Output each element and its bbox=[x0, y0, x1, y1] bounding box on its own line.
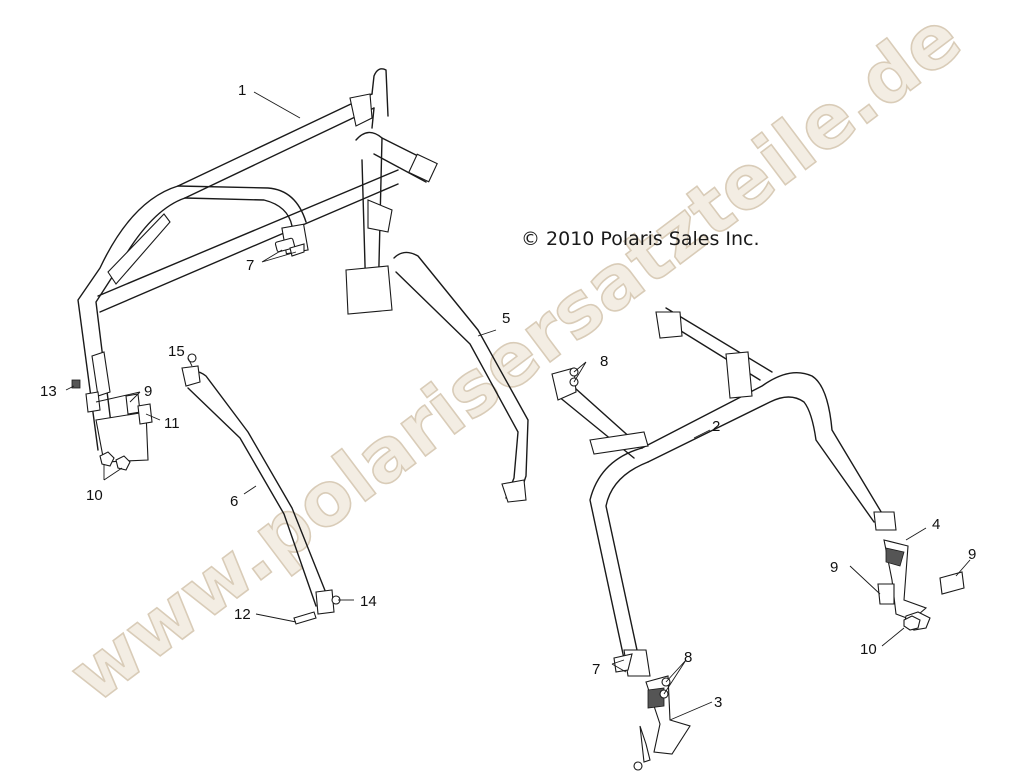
callout-5: 5 bbox=[502, 310, 510, 327]
part-6-left-tube bbox=[181, 365, 335, 615]
callout-12: 12 bbox=[234, 606, 251, 623]
callout-7-bottom: 7 bbox=[592, 661, 600, 678]
callout-15: 15 bbox=[168, 343, 185, 360]
part-3-front-foot-bracket bbox=[633, 675, 691, 771]
callout-8-bottom: 8 bbox=[684, 649, 692, 666]
leader-lines bbox=[65, 91, 971, 721]
part-1-rear-cage bbox=[77, 68, 438, 463]
part-5-right-tube bbox=[393, 251, 529, 503]
callout-10-left: 10 bbox=[86, 487, 103, 504]
callout-14: 14 bbox=[360, 593, 377, 610]
callout-10-right: 10 bbox=[860, 641, 877, 658]
callout-11: 11 bbox=[164, 415, 180, 432]
callout-labels: 1 2 3 4 5 6 7 7 8 8 9 9 9 10 10 11 12 13… bbox=[40, 82, 976, 711]
part-4-right-foot-bracket bbox=[877, 539, 965, 631]
callout-1: 1 bbox=[238, 82, 246, 99]
callout-7-top: 7 bbox=[246, 257, 254, 274]
callout-4: 4 bbox=[932, 516, 940, 533]
callout-9-left: 9 bbox=[144, 383, 152, 400]
part-2-front-cage bbox=[551, 307, 897, 677]
copyright-notice: © 2010 Polaris Sales Inc. bbox=[521, 228, 760, 250]
callout-3: 3 bbox=[714, 694, 722, 711]
callout-13: 13 bbox=[40, 383, 57, 400]
callout-9-right: 9 bbox=[968, 546, 976, 563]
callout-2: 2 bbox=[712, 418, 720, 435]
callout-8-top: 8 bbox=[600, 353, 608, 370]
callout-9-middle: 9 bbox=[830, 559, 838, 576]
callout-6: 6 bbox=[230, 493, 238, 510]
